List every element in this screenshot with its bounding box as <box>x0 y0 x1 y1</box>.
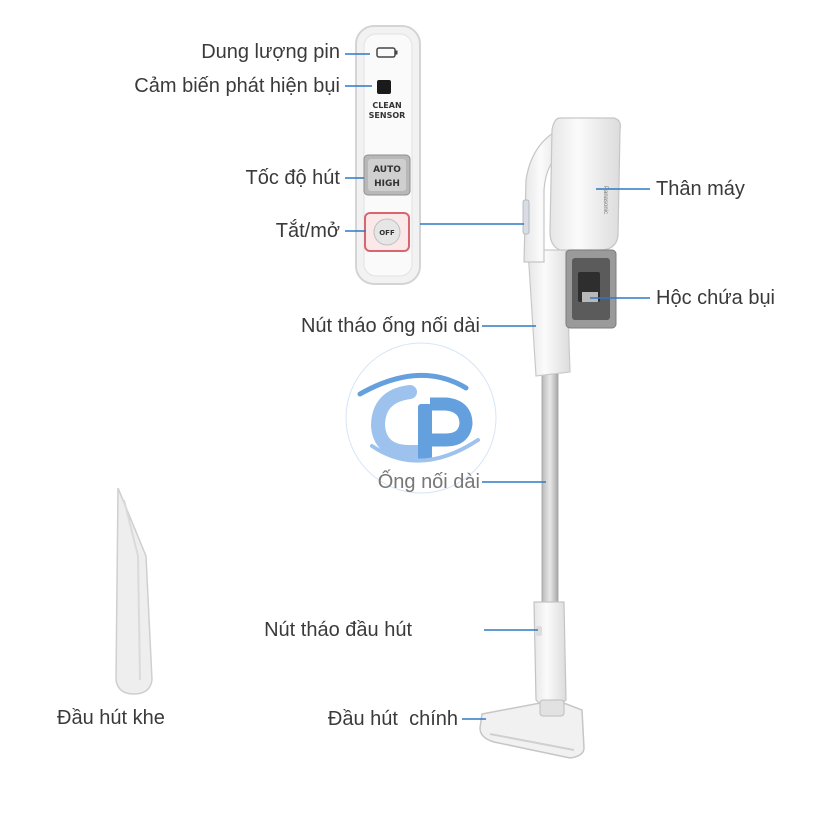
panel-off-text: OFF <box>379 229 395 237</box>
leader-lines <box>345 53 650 720</box>
speed-button[interactable]: AUTO HIGH <box>363 154 411 196</box>
label-crevice-nozzle: Đầu hút khe <box>57 707 165 729</box>
label-body: Thân máy <box>656 178 745 200</box>
main-nozzle-image <box>479 699 585 759</box>
label-dust-box: Hộc chứa bụi <box>656 287 776 309</box>
label-extension-pipe: Ống nối dài <box>377 471 480 493</box>
nozzle-joint-image <box>533 601 567 713</box>
control-panel: CLEAN SENSOR AUTO HIGH OFF <box>355 25 421 285</box>
label-dust-sensor: Cảm biến phát hiện bụi <box>134 75 340 97</box>
label-pipe-release: Nút tháo ống nối dài <box>300 315 480 337</box>
power-button[interactable]: OFF <box>364 212 410 252</box>
crevice-nozzle-image <box>115 487 153 695</box>
label-power: Tắt/mở <box>275 220 340 242</box>
extension-pipe-image <box>541 373 559 611</box>
brand-text: Panasonic <box>602 186 608 214</box>
panel-clean-text: CLEAN <box>372 101 401 110</box>
gp-logo-icon <box>345 342 497 494</box>
label-suction-speed: Tốc độ hút <box>245 167 340 189</box>
label-main-nozzle: Đầu hút chính <box>327 708 458 730</box>
panel-high-text: HIGH <box>374 179 400 189</box>
panel-sensor-text: SENSOR <box>369 111 406 120</box>
label-nozzle-release: Nút tháo đầu hút <box>264 619 412 641</box>
dust-sensor-indicator <box>377 80 391 94</box>
label-battery: Dung lượng pin <box>201 41 340 63</box>
battery-icon <box>376 47 398 58</box>
panel-auto-text: AUTO <box>373 165 401 175</box>
dust-box-image <box>565 249 617 329</box>
vacuum-body-image: Panasonic <box>522 117 621 377</box>
